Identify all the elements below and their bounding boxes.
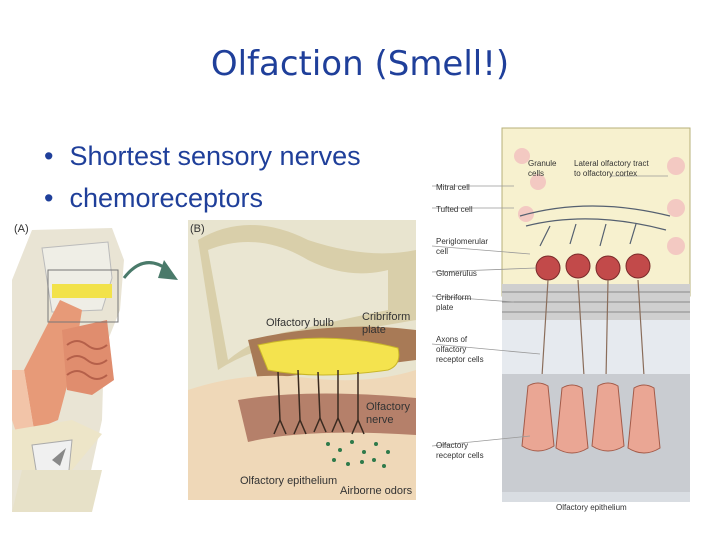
bullet-item: Shortest sensory nerves <box>44 135 361 177</box>
label-tufted-cell: Tufted cell <box>436 205 473 214</box>
bullet-text: Shortest sensory nerves <box>69 141 361 171</box>
head-illustration: (A) <box>12 220 190 512</box>
figure-b-olfactory-detail: (B) Olfactory bulb Cribriform plate Olfa… <box>188 220 416 500</box>
label-olfactory-nerve-line2: nerve <box>366 414 394 426</box>
label-olfactory-nerve-line1: Olfactory <box>366 401 411 413</box>
bullet-item: chemoreceptors <box>44 177 361 219</box>
label-axons-line2: olfactory <box>436 345 466 354</box>
label-olfactory-epithelium-c: Olfactory epithelium <box>556 503 627 512</box>
label-glomerulus: Glomerulus <box>436 269 477 278</box>
label-lateral-tract-line2: to olfactory cortex <box>574 169 637 178</box>
label-receptor-cells-line1: Olfactory <box>436 441 468 450</box>
panel-label-b: (B) <box>190 223 205 235</box>
panel-label-a: (A) <box>14 223 29 235</box>
olfactory-cells-illustration: Granule cells Lateral olfactory tract to… <box>430 126 692 514</box>
label-granule-line2: cells <box>528 169 544 178</box>
label-olfactory-epithelium: Olfactory epithelium <box>240 475 337 487</box>
slide-title: Olfaction (Smell!) <box>210 44 510 84</box>
olfactory-bulb-illustration: (B) Olfactory bulb Cribriform plate Olfa… <box>188 220 416 500</box>
label-cribriform-line2: plate <box>436 303 454 312</box>
bullet-text: chemoreceptors <box>69 183 264 213</box>
label-axons-line3: receptor cells <box>436 355 484 364</box>
label-granule-line1: Granule <box>528 159 557 168</box>
figure-a-head-section: (A) <box>12 220 190 512</box>
figure-c-cell-diagram: Granule cells Lateral olfactory tract to… <box>430 126 692 514</box>
label-receptor-cells-line2: receptor cells <box>436 451 484 460</box>
bullet-list: Shortest sensory nerves chemoreceptors <box>44 135 361 219</box>
label-cribriform-line1: Cribriform <box>436 293 471 302</box>
label-olfactory-bulb: Olfactory bulb <box>266 317 334 329</box>
label-airborne-odors: Airborne odors <box>340 485 413 497</box>
label-periglomerular-line2: cell <box>436 247 448 256</box>
label-periglomerular-line1: Periglomerular <box>436 237 488 246</box>
label-lateral-tract-line1: Lateral olfactory tract <box>574 159 649 168</box>
label-cribriform-line1: Cribriform <box>362 311 410 323</box>
label-axons-line1: Axons of <box>436 335 468 344</box>
pointer-arrow-icon <box>122 260 178 280</box>
label-mitral-cell: Mitral cell <box>436 183 470 192</box>
label-cribriform-line2: plate <box>362 324 386 336</box>
